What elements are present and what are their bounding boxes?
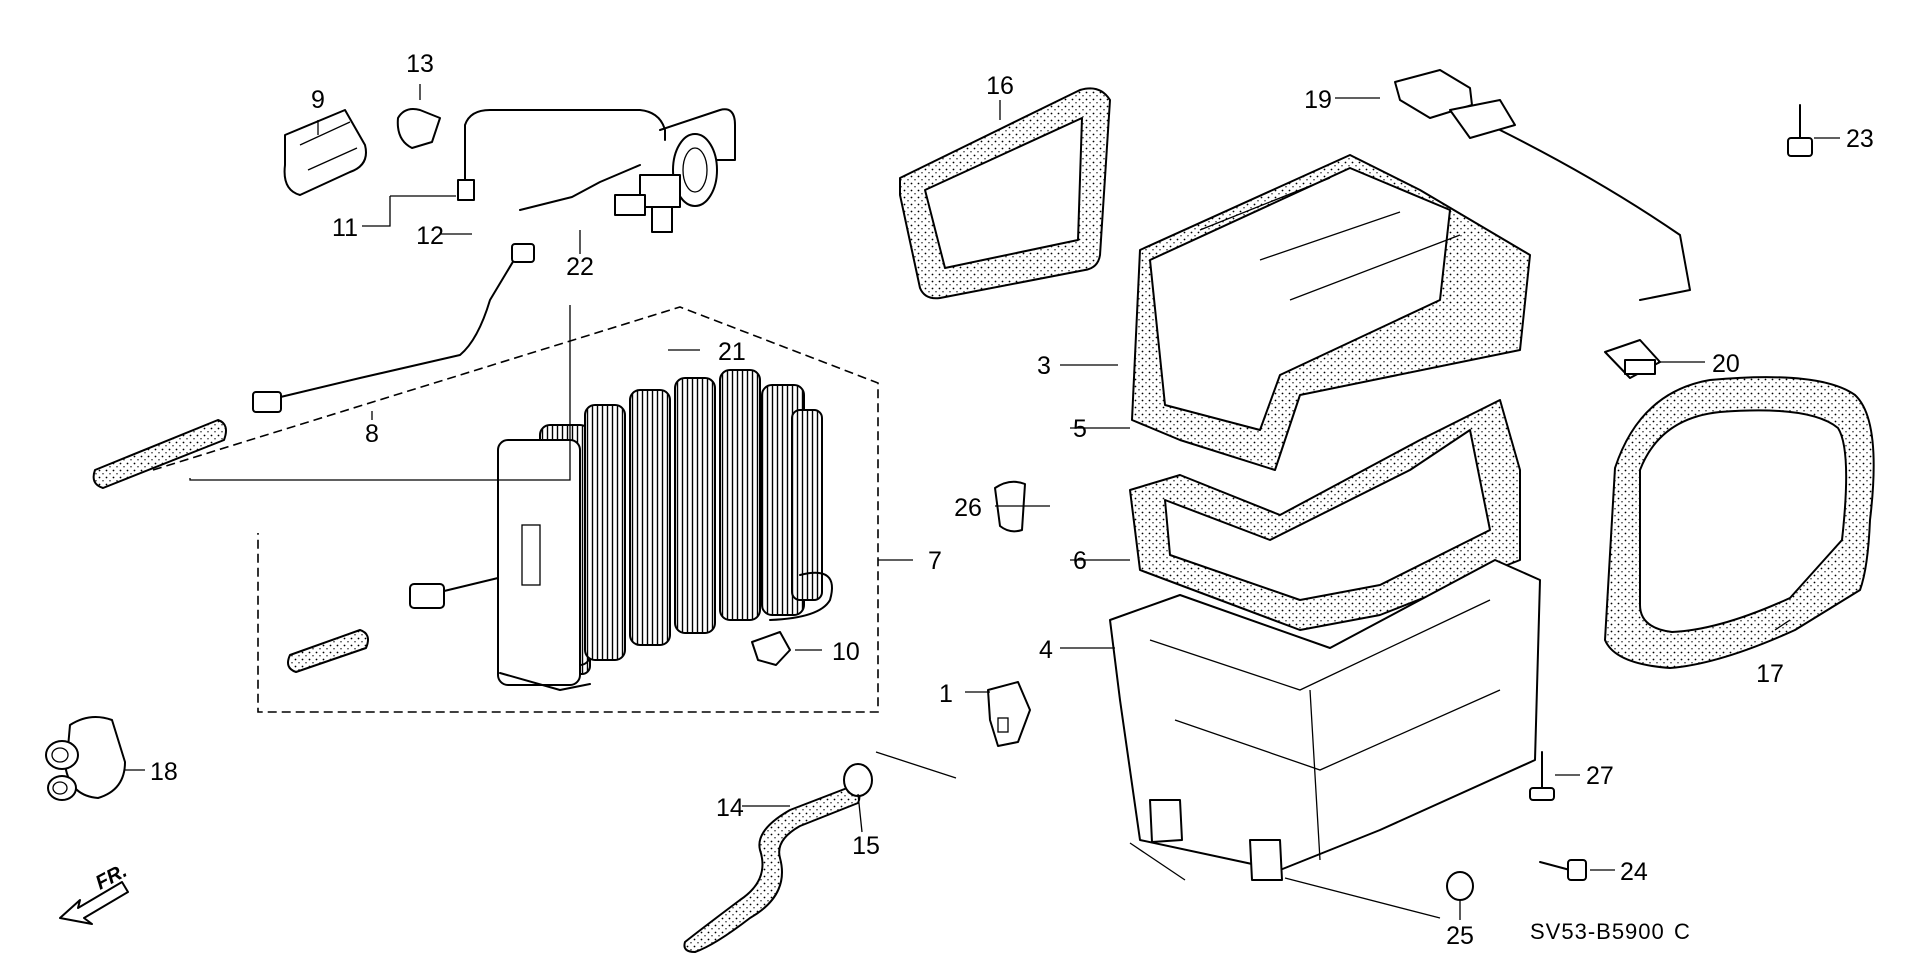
callout-13: 13 bbox=[406, 50, 434, 78]
tray-part-6 bbox=[1129, 399, 1521, 631]
catalog-code: SV53-B5900 bbox=[1530, 919, 1665, 944]
clamp-part-9 bbox=[283, 109, 367, 196]
callout-4: 4 bbox=[1039, 636, 1053, 664]
lower-case-part-4 bbox=[1109, 559, 1541, 881]
insulator-tube bbox=[92, 305, 571, 489]
evaporator-assembly-frame bbox=[152, 306, 879, 713]
callout-9: 9 bbox=[311, 86, 325, 114]
callout-5: 5 bbox=[1073, 415, 1087, 443]
callout-12: 12 bbox=[416, 222, 444, 250]
callout-10: 10 bbox=[832, 638, 860, 666]
screw-part-23 bbox=[1787, 104, 1813, 157]
clip-part-13 bbox=[396, 108, 441, 149]
callout-3: 3 bbox=[1037, 352, 1051, 380]
catalog-reference: SV53-B5900 C bbox=[1530, 919, 1691, 944]
leader-lines bbox=[125, 84, 1840, 920]
callout-labels: 9 13 11 12 22 8 21 7 10 16 19 3 5 26 6 4… bbox=[150, 50, 1874, 950]
clip-part-20 bbox=[1604, 339, 1661, 379]
callout-18: 18 bbox=[150, 758, 178, 786]
callout-19: 19 bbox=[1304, 86, 1332, 114]
callout-8: 8 bbox=[365, 420, 379, 448]
seal-part-16 bbox=[899, 87, 1111, 300]
callout-24: 24 bbox=[1620, 858, 1648, 886]
callout-22: 22 bbox=[566, 253, 594, 281]
suction-pipe bbox=[252, 243, 535, 413]
callout-23: 23 bbox=[1846, 125, 1874, 153]
callout-17: 17 bbox=[1756, 660, 1784, 688]
evaporator-inlet-pipe bbox=[287, 577, 499, 673]
clip-part-1 bbox=[987, 681, 1031, 747]
callout-25: 25 bbox=[1446, 922, 1474, 950]
callout-1: 1 bbox=[939, 680, 953, 708]
seal-part-17 bbox=[1604, 376, 1875, 669]
drain-hose bbox=[683, 751, 957, 953]
clip-part-10 bbox=[751, 631, 791, 666]
upper-case-part-5 bbox=[1131, 154, 1531, 471]
nut-part-25 bbox=[1446, 871, 1474, 901]
callout-27: 27 bbox=[1586, 762, 1614, 790]
grommet-part-18 bbox=[45, 715, 126, 801]
callout-6: 6 bbox=[1073, 547, 1087, 575]
screw-part-27 bbox=[1529, 751, 1555, 801]
front-direction-arrow bbox=[59, 881, 129, 925]
catalog-suffix: C bbox=[1674, 919, 1691, 944]
callout-20: 20 bbox=[1712, 350, 1740, 378]
callout-14: 14 bbox=[716, 794, 744, 822]
callout-16: 16 bbox=[986, 72, 1014, 100]
screw-part-24 bbox=[1539, 859, 1587, 881]
expansion-valve bbox=[614, 133, 718, 233]
callout-15: 15 bbox=[852, 832, 880, 860]
evaporator-core bbox=[497, 369, 833, 691]
callout-21: 21 bbox=[718, 338, 746, 366]
callout-7: 7 bbox=[928, 547, 942, 575]
callout-11: 11 bbox=[332, 214, 358, 242]
callout-26: 26 bbox=[954, 494, 982, 522]
connector-part-19 bbox=[1394, 69, 1691, 301]
thermo-sensor-capillary bbox=[457, 108, 736, 211]
